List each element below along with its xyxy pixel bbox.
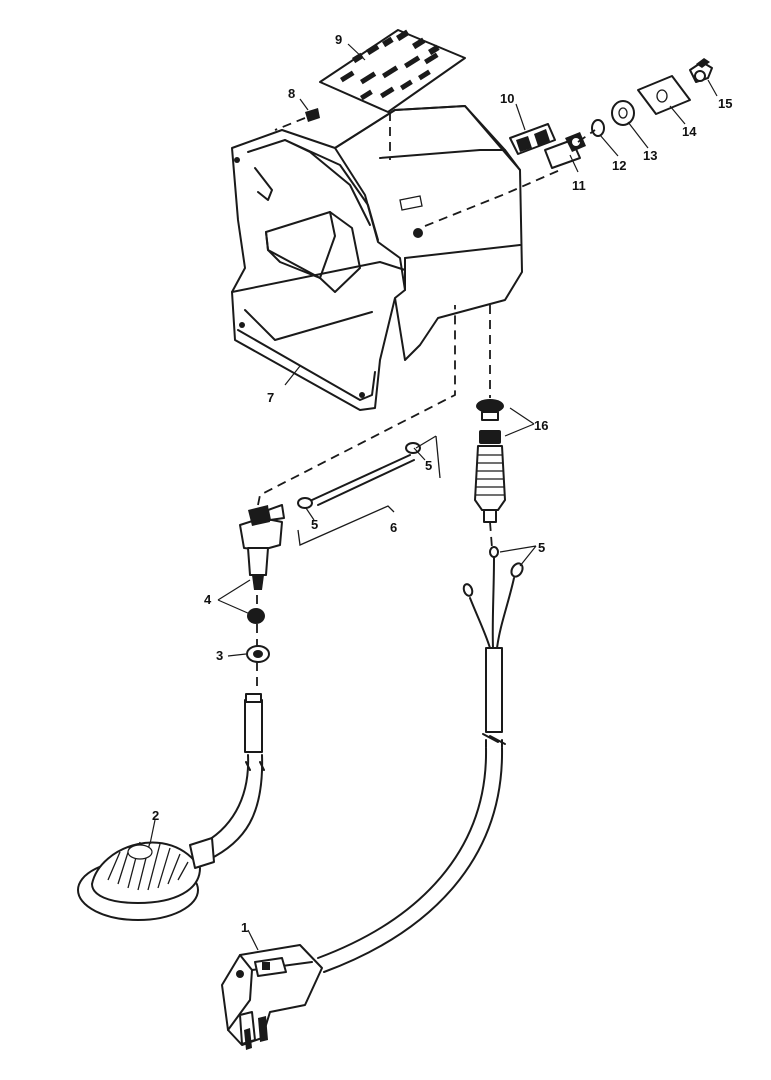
callout-11: 11 xyxy=(572,178,586,193)
motor-housing xyxy=(231,105,523,411)
strain-relief-part-16 xyxy=(474,305,506,523)
callout-4: 4 xyxy=(204,592,212,607)
callout-2: 2 xyxy=(152,808,159,823)
callout-1: 1 xyxy=(241,920,248,935)
nameplate-part-9 xyxy=(319,29,466,160)
callout-5-cord: 5 xyxy=(538,540,545,555)
switch-label-part-10 xyxy=(509,123,556,155)
washer-part-13 xyxy=(611,100,635,126)
callout-7: 7 xyxy=(267,390,274,405)
push-switch-part-4 xyxy=(239,504,285,590)
callout-8: 8 xyxy=(288,86,295,101)
callout-13: 13 xyxy=(643,148,657,163)
switch-assembly-axis xyxy=(424,169,561,227)
callout-14: 14 xyxy=(682,124,697,139)
plate-part-14 xyxy=(637,75,691,115)
nut-part-4 xyxy=(247,580,265,692)
callout-15: 15 xyxy=(718,96,732,111)
callout-12: 12 xyxy=(612,158,626,173)
callout-5-lower: 5 xyxy=(311,517,318,532)
callout-10: 10 xyxy=(500,91,514,106)
nut-part-3 xyxy=(246,645,270,663)
callout-9: 9 xyxy=(335,32,342,47)
jumper-wire-part-6 xyxy=(297,435,441,546)
switch-wire-dashed-path xyxy=(257,305,456,506)
callout-5-upper: 5 xyxy=(425,458,432,473)
knob-part-15 xyxy=(689,58,713,83)
foot-switch-part-2 xyxy=(77,693,265,921)
callout-16: 16 xyxy=(534,418,548,433)
callout-leaders xyxy=(149,43,718,951)
power-cord-part-1 xyxy=(221,521,524,1050)
screw-part-8 xyxy=(274,108,320,131)
callout-3: 3 xyxy=(216,648,223,663)
toggle-switch-part-11 xyxy=(544,132,586,169)
callout-6: 6 xyxy=(390,520,397,535)
washer-part-12 xyxy=(591,119,605,137)
